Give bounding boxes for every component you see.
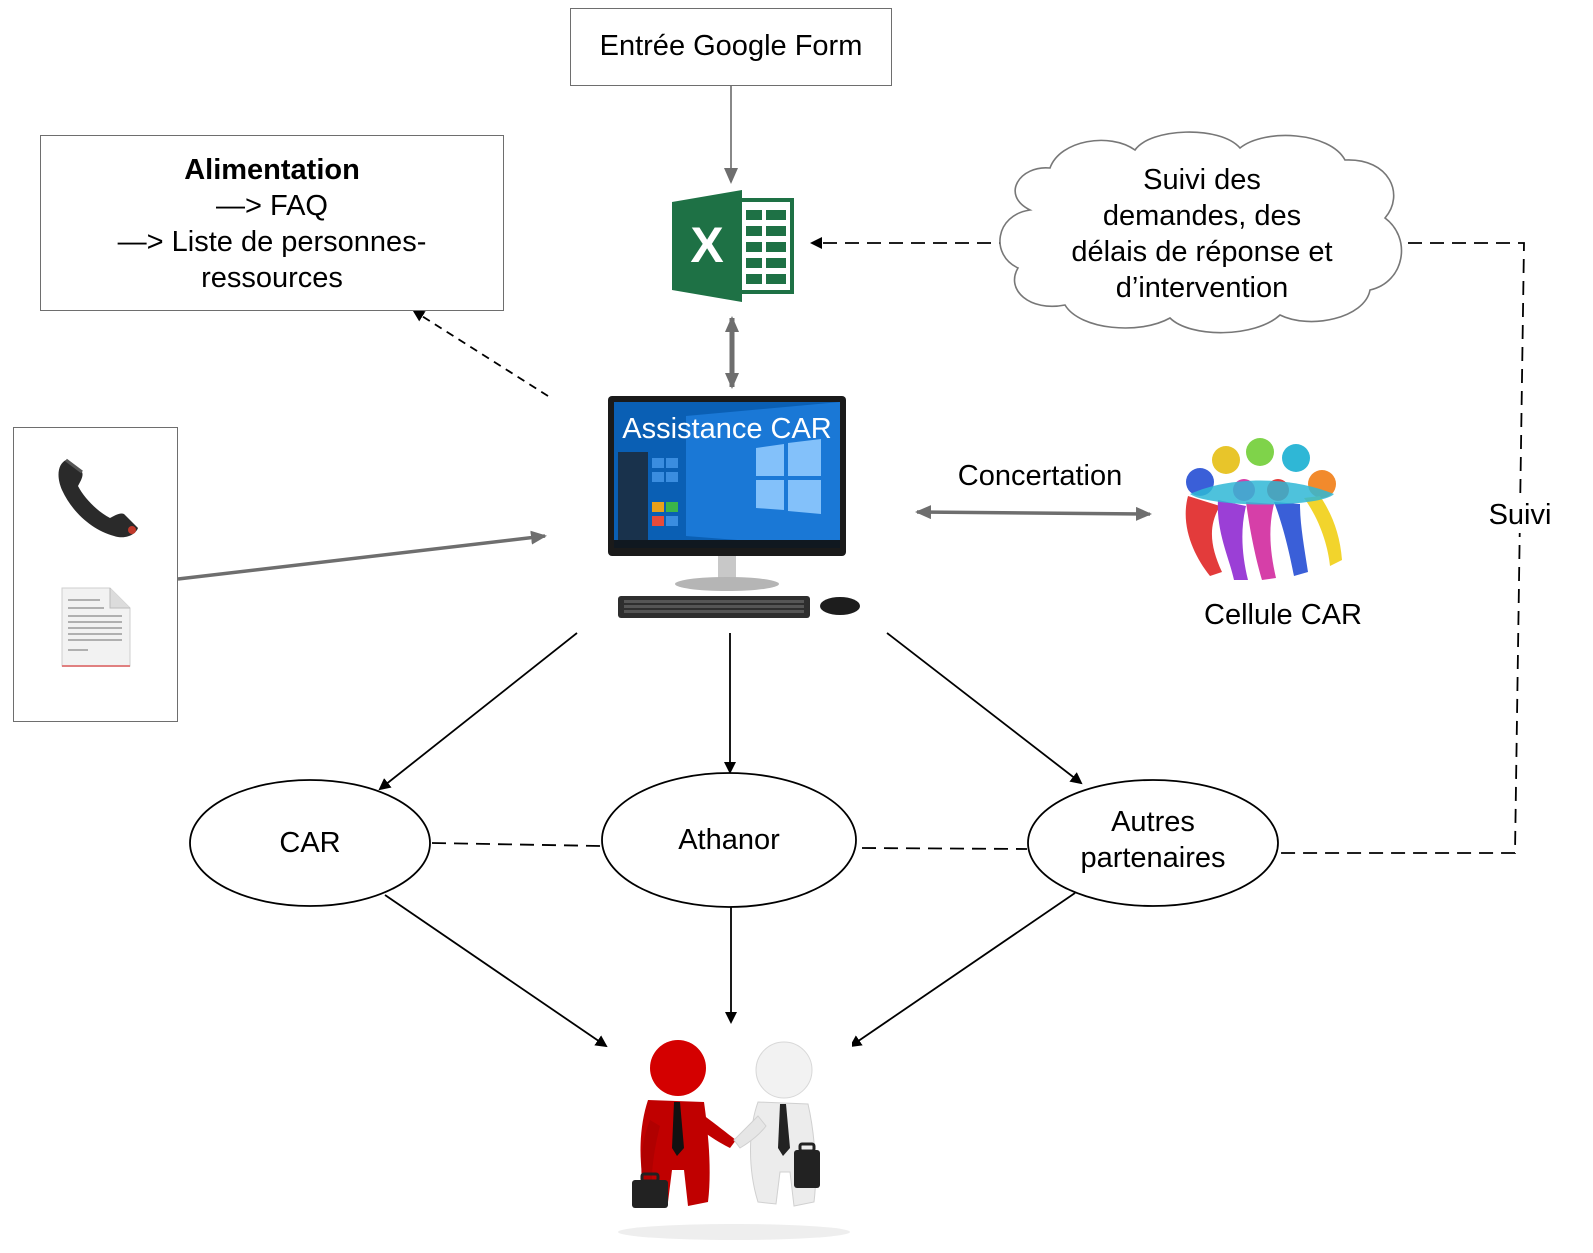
node-car-shape [189, 779, 431, 907]
arrow-computer-to-car [378, 632, 578, 791]
arrow-autres-to-handshake [849, 892, 1076, 1048]
handshake-icon [608, 1030, 852, 1240]
arrow-car-to-handshake [384, 894, 608, 1048]
suivi-label: Suivi [1478, 497, 1562, 533]
people-circle-icon [1185, 438, 1342, 580]
excel-icon: X [672, 190, 794, 302]
dash-car-athanor [431, 842, 603, 847]
node-autres-line-1: Autres [1111, 806, 1195, 838]
node-autres-label: Autres partenaires [1043, 804, 1263, 876]
phone-icon [58, 458, 138, 538]
cloud-text: Suivi des demandes, des délais de répons… [1010, 162, 1394, 306]
node-autres-shape [1027, 779, 1279, 907]
cloud-line-3: délais de réponse et [1071, 236, 1333, 268]
alimentation-title: Alimentation [184, 154, 360, 186]
node-autres-line-2: partenaires [1080, 842, 1226, 874]
arrow-contact-to-computer [177, 530, 547, 581]
arrow-concertation [915, 505, 1152, 521]
dash-athanor-autres [861, 847, 1028, 850]
letter-icon [61, 587, 131, 667]
alimentation-box: Alimentation —> FAQ —> Liste de personne… [40, 135, 504, 311]
suivi-dashed-path [1280, 242, 1525, 854]
google-form-box: Entrée Google Form [570, 8, 892, 86]
arrow-computer-to-alimentation [412, 309, 549, 397]
contact-box [13, 427, 178, 722]
node-athanor-label: Athanor [678, 824, 780, 856]
alimentation-ressources: ressources [201, 262, 343, 294]
node-car-label: CAR [279, 827, 341, 859]
computer-screen-label: Assistance CAR [622, 413, 832, 445]
computer-illustration: Assistance CAR [606, 396, 862, 622]
node-athanor-shape [601, 772, 857, 908]
cellule-car-label: Cellule CAR [1204, 599, 1362, 631]
concertation-label: Concertation [957, 460, 1123, 492]
alimentation-faq: —> FAQ [215, 190, 328, 222]
monitor-icon [608, 396, 860, 618]
cloud-line-1: Suivi des [1143, 164, 1261, 196]
google-form-label: Entrée Google Form [599, 30, 863, 62]
cloud-shape [999, 131, 1403, 334]
alimentation-liste: —> Liste de personnes- [117, 226, 427, 258]
cloud-line-2: demandes, des [1102, 200, 1302, 232]
cloud-line-4: d’intervention [1115, 272, 1289, 304]
svg-text:X: X [690, 217, 723, 273]
arrow-computer-to-autres [886, 632, 1083, 785]
